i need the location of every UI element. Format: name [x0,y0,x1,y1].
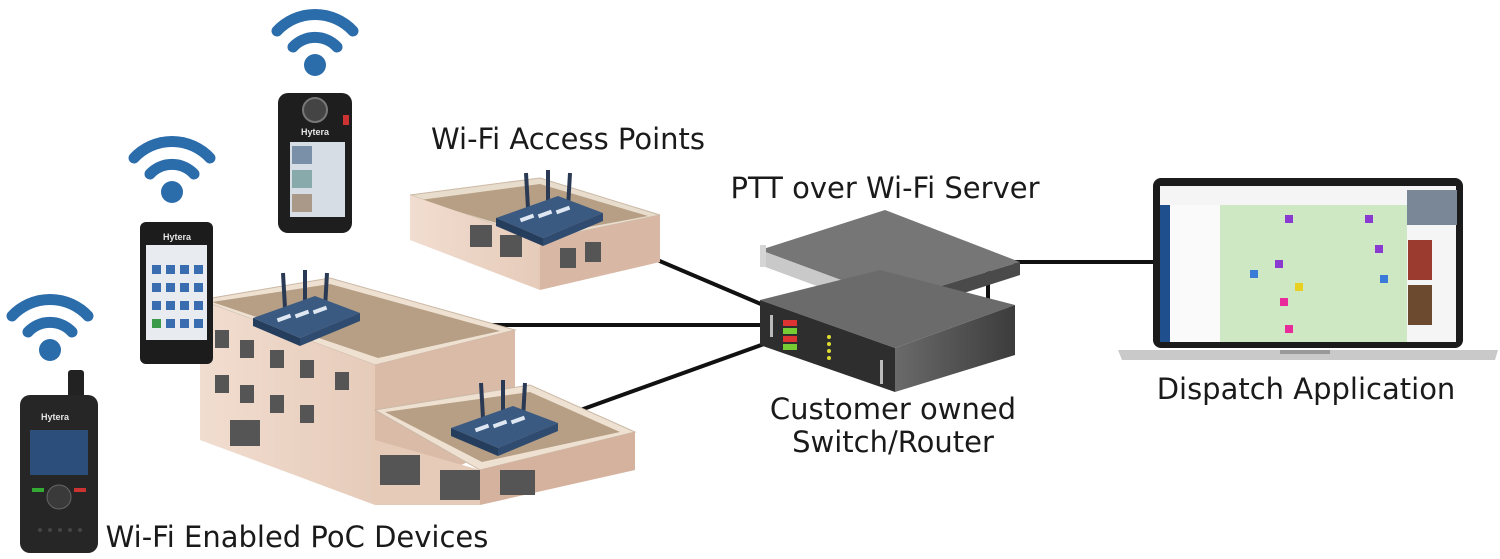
switch-label-line2: Switch/Router [792,425,994,459]
app-map [1220,205,1407,342]
dispatch-label: Dispatch Application [1156,372,1456,406]
body-camera-brand: Hytera [300,127,330,137]
app-sidebar [1160,205,1170,342]
wifi-signal-icon [12,299,88,361]
smartphone-brand: Hytera [162,232,192,242]
radio-brand: Hytera [40,412,70,422]
server-label: PTT over Wi-Fi Server [730,171,1040,205]
building-large [198,277,637,505]
switch-label-line1: Customer owned [769,392,1017,426]
body-camera-device [278,93,352,233]
smartphone-device [140,222,213,364]
access-points-label: Wi-Fi Access Points [430,122,706,156]
app-device-list [1170,205,1220,342]
devices-label: Wi-Fi Enabled PoC Devices [105,520,489,554]
poc-radio-device [20,370,98,553]
switch-router-icon [760,270,1015,392]
wifi-signal-icon [277,14,353,76]
laptop-dispatch-app [1118,178,1498,360]
wifi-signal-icon [134,141,210,203]
